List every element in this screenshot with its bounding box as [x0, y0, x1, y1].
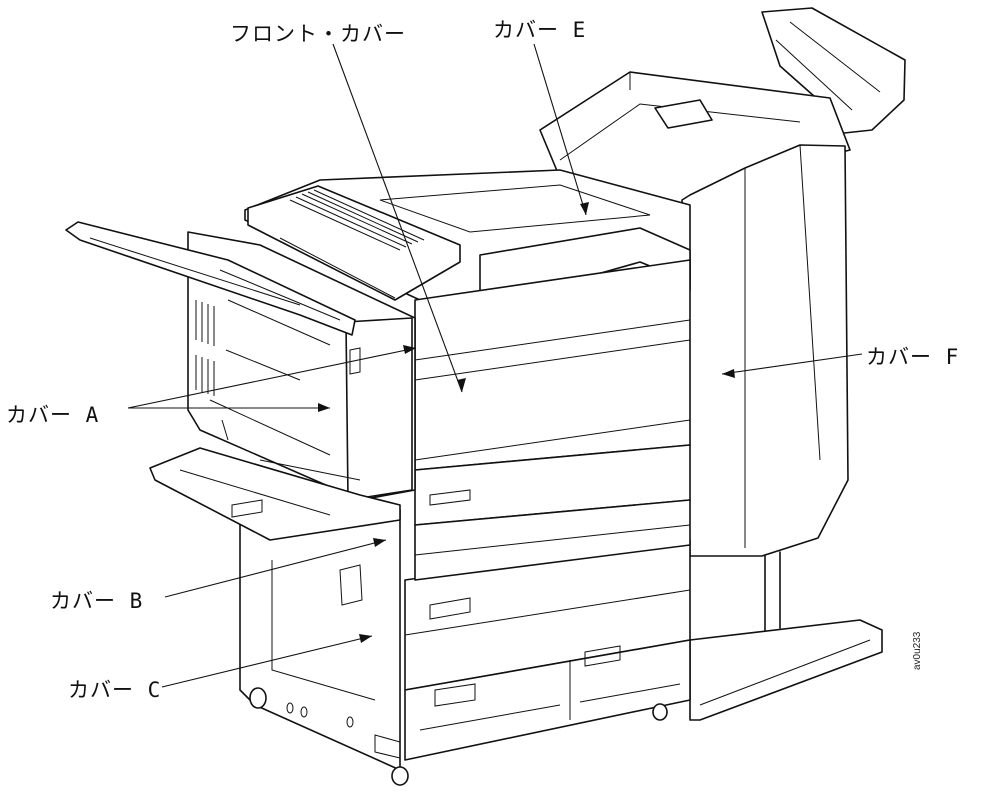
label-front-cover: フロント・カバー — [230, 22, 406, 46]
label-cover-e: カバー E — [493, 18, 587, 42]
label-cover-f: カバー F — [866, 345, 960, 369]
leader-lines — [127, 43, 863, 688]
label-cover-b: カバー B — [50, 589, 144, 613]
left-side-unit — [65, 221, 416, 541]
figure-code: av0u233 — [912, 631, 923, 670]
finisher-unit — [539, 7, 906, 721]
label-cover-c: カバー C — [68, 678, 162, 702]
paper-trays — [391, 539, 691, 786]
side-vents — [195, 300, 215, 396]
printer-body — [244, 169, 691, 581]
label-cover-a: カバー A — [6, 403, 100, 427]
vent-slots — [289, 189, 425, 251]
stand-cabinet — [239, 509, 401, 771]
